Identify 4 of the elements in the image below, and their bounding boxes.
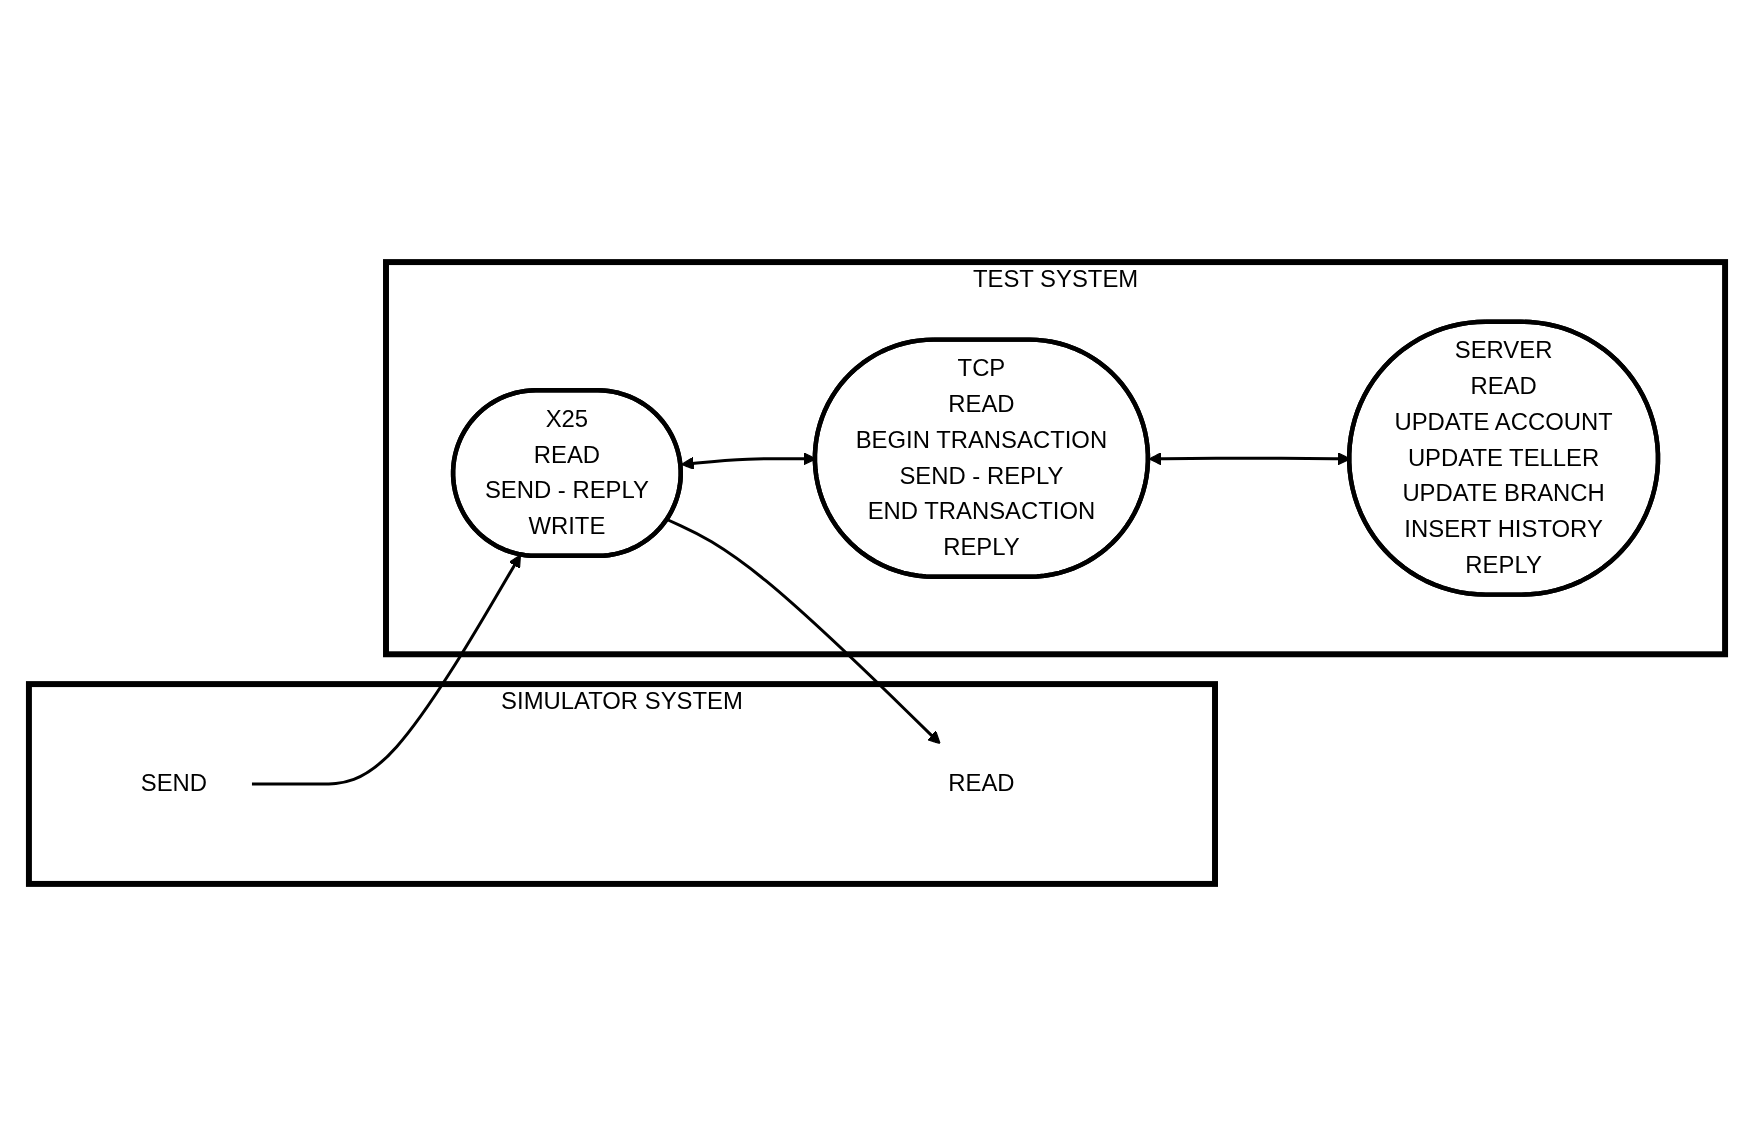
arrow [251, 553, 522, 785]
node-text: SEND [140, 770, 208, 796]
arrow [666, 517, 941, 744]
node-text: READ [948, 770, 1015, 796]
